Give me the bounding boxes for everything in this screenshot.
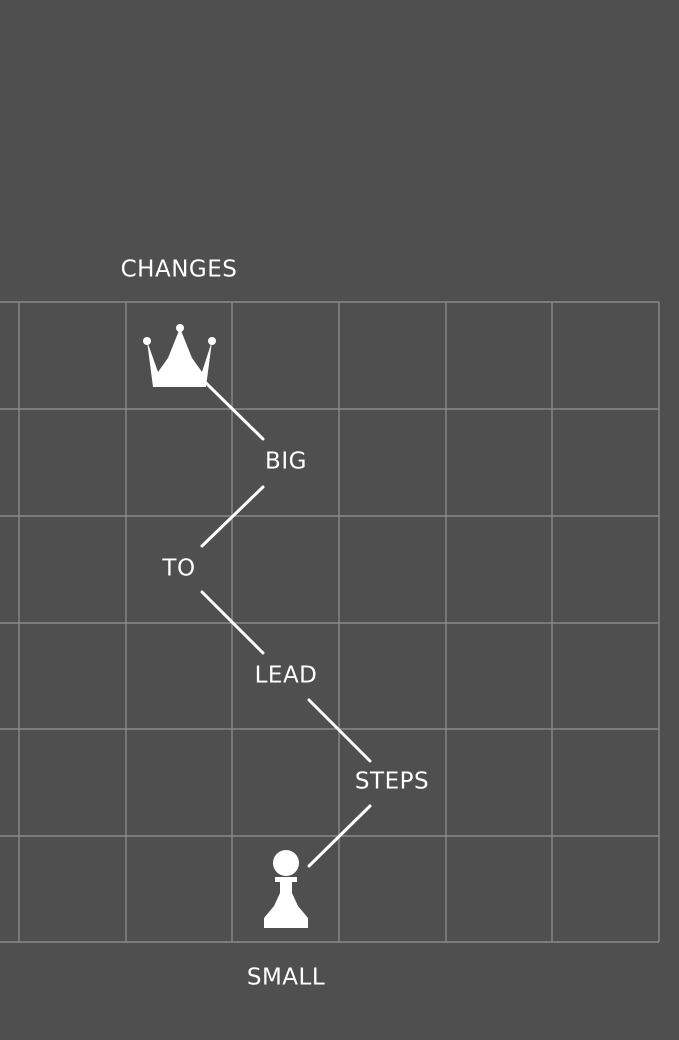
pawn-icon [264, 850, 308, 928]
path-connectors [200, 380, 372, 868]
word-small: SMALL [246, 964, 326, 991]
word-steps: STEPS [354, 768, 430, 795]
word-to: TO [162, 555, 196, 582]
connector-lead-steps [307, 698, 372, 763]
word-lead: LEAD [254, 662, 318, 689]
connector-to-lead [200, 590, 265, 655]
connector-steps-pawn [307, 804, 372, 868]
connector-big-to [200, 485, 265, 548]
word-big: BIG [265, 448, 307, 475]
connector-crown-big [203, 380, 265, 441]
board-grid [0, 301, 660, 943]
word-changes: CHANGES [120, 256, 238, 283]
crown-icon [143, 324, 216, 387]
